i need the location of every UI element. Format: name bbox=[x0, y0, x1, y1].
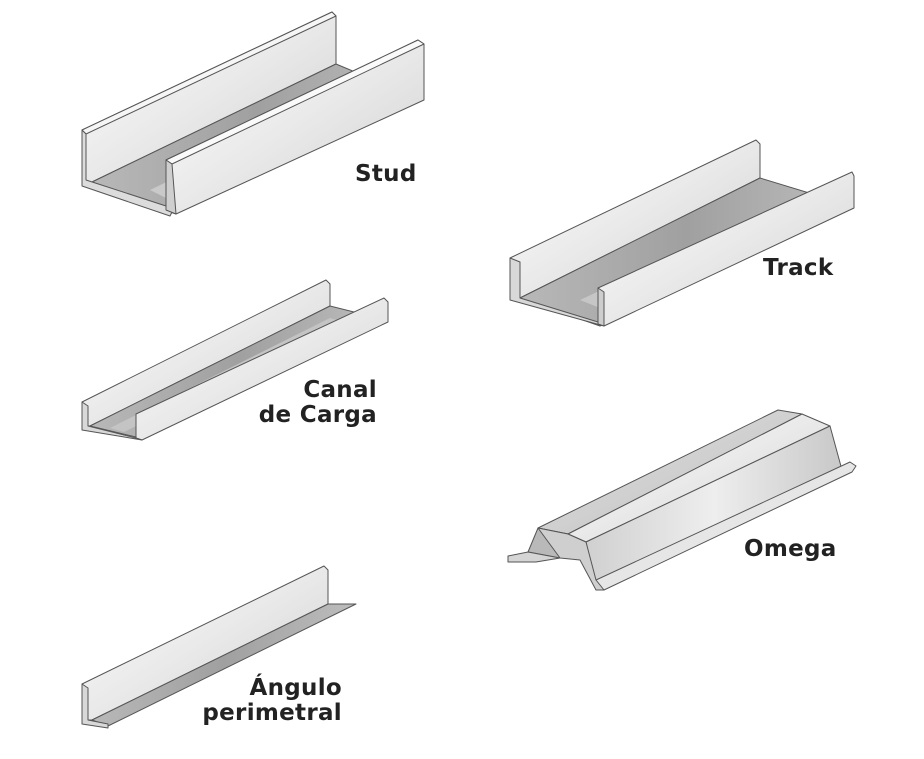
track-label: Track bbox=[763, 255, 834, 281]
angulo-label-line2: perimetral bbox=[202, 700, 342, 726]
canal-de-carga-profile bbox=[81, 279, 389, 441]
track-inner-end bbox=[597, 287, 605, 327]
track-profile bbox=[509, 139, 855, 327]
omega-back-flange bbox=[507, 551, 561, 563]
canal-front-end bbox=[81, 401, 143, 441]
angulo-end bbox=[81, 683, 109, 729]
canal-label-line1: Canal bbox=[303, 377, 377, 403]
stud-inner-end bbox=[165, 159, 177, 215]
angulo-perimetral-label: Ángulo perimetral bbox=[190, 676, 342, 726]
omega-label: Omega bbox=[744, 536, 837, 562]
angulo-perimetral-profile bbox=[81, 565, 357, 729]
omega-profile bbox=[507, 409, 857, 591]
canal-de-carga-label: Canal de Carga bbox=[240, 378, 377, 428]
stud-label: Stud bbox=[355, 161, 417, 187]
stud-profile bbox=[81, 11, 425, 217]
omega-end bbox=[537, 527, 605, 591]
canal-label-line2: de Carga bbox=[258, 402, 377, 428]
angulo-label-line1: Ángulo bbox=[249, 675, 342, 701]
